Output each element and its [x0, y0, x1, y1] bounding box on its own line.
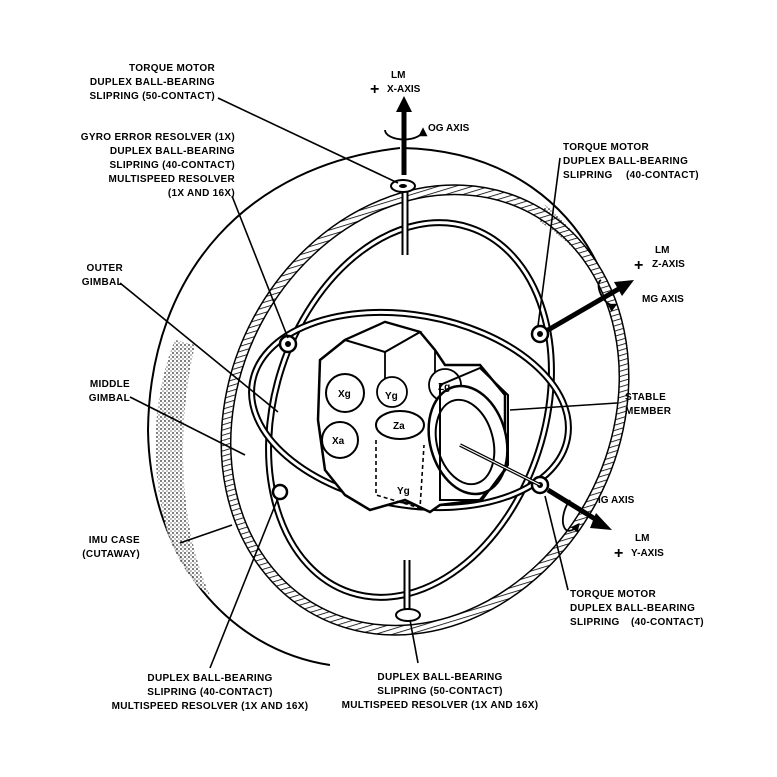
label-top-left-1: TORQUE MOTOR: [129, 63, 215, 74]
label-bottom-left-3: MULTISPEED RESOLVER (1X AND 16X): [112, 701, 309, 712]
og-axis-label: OG AXIS: [428, 123, 470, 134]
label-bottom-left-1: DUPLEX BALL-BEARING: [147, 673, 272, 684]
label-bottom-mid-1: DUPLEX BALL-BEARING: [377, 672, 502, 683]
x-axis-name: X-AXIS: [387, 84, 421, 95]
label-za: Za: [393, 421, 405, 432]
label-yg-top: Yg: [385, 391, 398, 402]
label-bottom-right-2: DUPLEX BALL-BEARING: [570, 603, 695, 614]
label-gyro-5: (1X AND 16X): [168, 188, 235, 199]
gyro-labels: Xg Yg Zg Xa Za Yg: [332, 382, 450, 497]
label-bottom-mid-2: SLIPRING (50-CONTACT): [377, 686, 503, 697]
z-axis-name: Z-AXIS: [652, 259, 685, 270]
label-top-right-1: TORQUE MOTOR: [563, 142, 649, 153]
label-gyro-2: DUPLEX BALL-BEARING: [110, 146, 235, 157]
mg-rotation-arrow: [597, 279, 618, 312]
label-middle-1: MIDDLE: [90, 379, 130, 390]
axis-arrows: [384, 96, 634, 533]
y-axis-plus: +: [614, 545, 623, 562]
label-zg: Zg: [438, 382, 450, 393]
label-top-right-2: DUPLEX BALL-BEARING: [563, 156, 688, 167]
label-outer-1: OUTER: [87, 263, 124, 274]
z-axis-plus: +: [634, 257, 643, 274]
label-top-right-3: SLIPRING: [563, 170, 613, 181]
stable-member: [316, 320, 541, 514]
label-top-left-3: SLIPRING (50-CONTACT): [89, 91, 215, 102]
label-yg: Yg: [397, 486, 410, 497]
x-axis-lm: LM: [391, 70, 405, 81]
y-axis-name: Y-AXIS: [631, 548, 664, 559]
label-middle-2: GIMBAL: [89, 393, 130, 404]
label-bottom-left-2: SLIPRING (40-CONTACT): [147, 687, 273, 698]
y-axis-arrow: [546, 487, 602, 525]
label-bottom-right-3: SLIPRING: [570, 617, 620, 628]
label-xg: Xg: [338, 389, 351, 400]
label-outer-2: GIMBAL: [82, 277, 123, 288]
label-top-right-3b: (40-CONTACT): [626, 170, 699, 181]
label-bottom-mid-3: MULTISPEED RESOLVER (1X AND 16X): [342, 700, 539, 711]
ig-rotation-arrow: [562, 499, 580, 533]
outer-gimbal-ring: [265, 219, 555, 601]
imu-case: [146, 147, 630, 666]
z-axis-lm: LM: [655, 245, 669, 256]
label-stable-1: STABLE: [625, 392, 666, 403]
y-axis-lm: LM: [635, 533, 649, 544]
axis-labels: LM + X-AXIS OG AXIS LM + Z-AXIS MG AXIS …: [370, 70, 685, 562]
z-axis-arrow: [546, 284, 624, 333]
label-top-left-2: DUPLEX BALL-BEARING: [90, 77, 215, 88]
leader-lines: [119, 97, 618, 669]
label-bottom-right-1: TORQUE MOTOR: [570, 589, 656, 600]
label-stable-2: MEMBER: [625, 406, 672, 417]
callout-labels: TORQUE MOTOR DUPLEX BALL-BEARING SLIPRIN…: [81, 63, 704, 712]
ig-axis-label: IG AXIS: [598, 495, 635, 506]
label-case-1: IMU CASE: [89, 535, 140, 546]
label-xa: Xa: [332, 436, 345, 447]
label-gyro-4: MULTISPEED RESOLVER: [109, 174, 236, 185]
label-bottom-right-3b: (40-CONTACT): [631, 617, 704, 628]
label-case-2: (CUTAWAY): [82, 549, 140, 560]
mg-axis-label: MG AXIS: [642, 294, 684, 305]
label-gyro-3: SLIPRING (40-CONTACT): [109, 160, 235, 171]
label-gyro-1: GYRO ERROR RESOLVER (1X): [81, 132, 235, 143]
og-rotation-arrow: [384, 127, 428, 141]
x-axis-plus: +: [370, 81, 379, 98]
